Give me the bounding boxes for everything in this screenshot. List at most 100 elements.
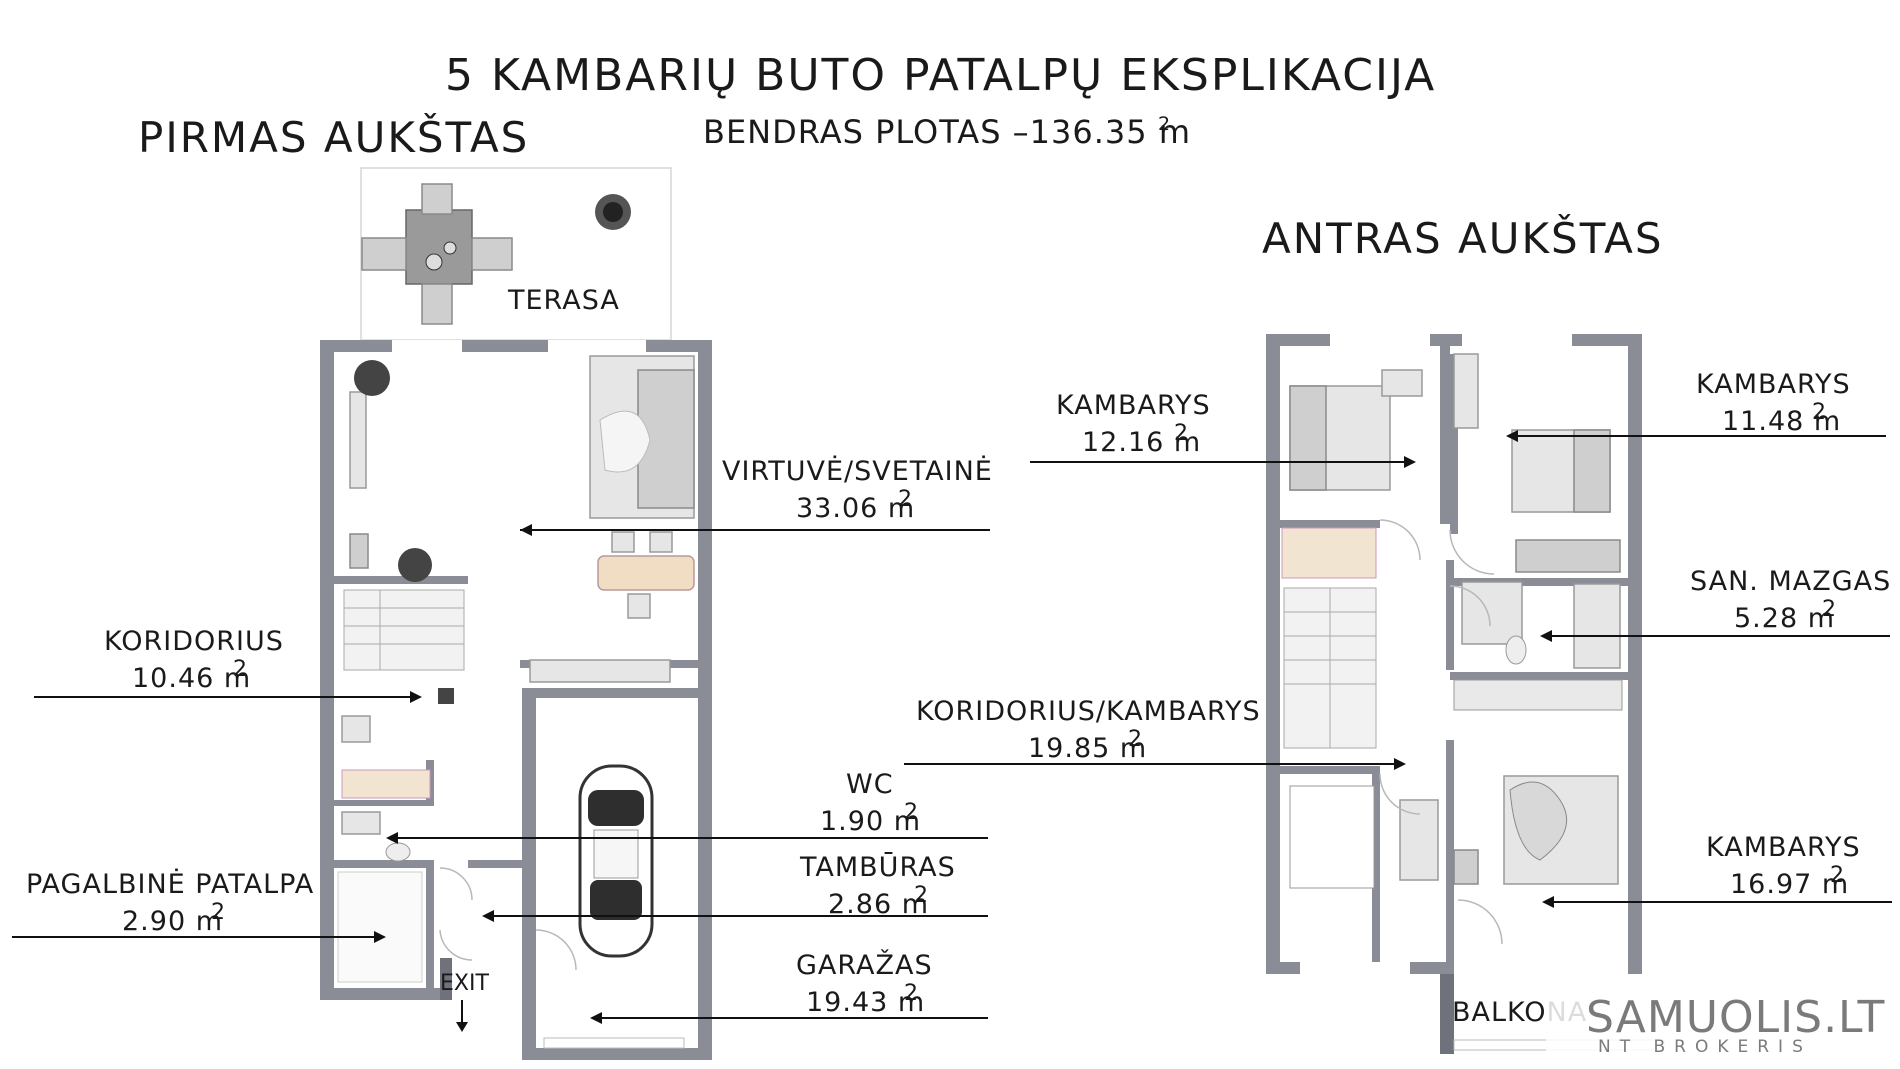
wall: [522, 688, 712, 698]
arrowhead: [590, 1012, 602, 1024]
room-label-koridorius-kambarys: KORIDORIUS/KAMBARYS 19.85 m 2: [904, 696, 1406, 770]
wall: [1446, 560, 1454, 670]
garage-door: [543, 1037, 685, 1049]
wall: [334, 860, 434, 868]
wardrobe-icon: [1453, 353, 1479, 429]
bed-icon: [1511, 429, 1611, 513]
room-name: KORIDORIUS: [104, 626, 284, 657]
stairs-icon: [343, 589, 465, 671]
room-area-superscript: 2: [914, 883, 928, 908]
wall: [320, 340, 712, 352]
room-label-tamburas: TAMBŪRAS 2.86 m 2: [482, 852, 988, 922]
arrowhead: [482, 910, 494, 922]
room-name: KAMBARYS: [1056, 390, 1211, 421]
car-icon: [578, 764, 654, 958]
wardrobe-icon: [341, 769, 431, 799]
plan-title: 5 KAMBARIŲ BUTO PATALPŲ EKSPLIKACIJA: [445, 50, 1436, 101]
wall: [1450, 672, 1628, 680]
room-area: 5.28 m: [1734, 603, 1835, 634]
cabinet-icon: [1453, 849, 1479, 885]
utility-room-floor: [337, 871, 423, 983]
room-name: WC: [846, 769, 894, 800]
watermark-tagline: NT BROKERIS: [1598, 1037, 1812, 1057]
wall: [468, 860, 522, 868]
room-label-garazas: GARAŽAS 19.43 m 2: [590, 949, 988, 1024]
door-swing: [1449, 585, 1491, 627]
terrace-table-icon: [361, 183, 513, 325]
arrowhead: [1404, 456, 1416, 468]
balcony-wall: [1440, 974, 1454, 1054]
arrowhead: [520, 524, 532, 536]
arrowhead: [1506, 430, 1518, 442]
room-name: SAN. MAZGAS: [1690, 566, 1891, 597]
wardrobe-icon: [1281, 527, 1377, 579]
wall: [522, 1048, 712, 1060]
bed-icon: [1289, 785, 1375, 889]
column-icon: [438, 688, 454, 704]
total-area: BENDRAS PLOTAS –136.35 m 2: [703, 113, 1191, 151]
room-area-superscript: 2: [233, 657, 247, 682]
wall: [1628, 334, 1642, 974]
cabinet-icon: [341, 715, 371, 743]
arrowhead: [374, 931, 386, 943]
arrowhead: [410, 691, 422, 703]
wall: [1450, 354, 1458, 534]
room-area-superscript: 2: [898, 487, 912, 512]
room-area: 16.97 m: [1730, 869, 1849, 900]
plant-icon: [595, 194, 631, 230]
room-label-wc: WC 1.90 m 2: [386, 769, 988, 844]
kitchen-counter-icon: [349, 533, 671, 683]
room-name: PAGALBINĖ PATALPA: [26, 868, 314, 900]
wall: [698, 340, 712, 1060]
room-area-superscript: 2: [1128, 727, 1142, 752]
total-area-label: BENDRAS PLOTAS –136.35 m: [703, 113, 1191, 151]
sofa-icon: [589, 355, 695, 519]
room-name: GARAŽAS: [796, 949, 933, 981]
room-label-koridorius: KORIDORIUS 10.46 m 2: [34, 626, 422, 703]
wall: [1280, 766, 1380, 774]
room-area: 19.85 m: [1028, 733, 1147, 764]
door-swing: [535, 929, 577, 971]
door-swing: [1379, 773, 1421, 815]
wall: [522, 980, 536, 1060]
wall: [522, 688, 536, 1060]
room-label-san-mazgas: SAN. MAZGAS 5.28 m 2: [1540, 566, 1891, 642]
room-area-superscript: 2: [904, 981, 918, 1006]
wall: [1266, 334, 1642, 346]
door-swing: [439, 929, 473, 961]
room-name: KAMBARYS: [1706, 832, 1861, 863]
wall: [334, 800, 434, 806]
wardrobe-icon: [1453, 679, 1623, 711]
wall: [320, 988, 440, 1000]
room-area-superscript: 2: [211, 900, 225, 925]
bed-icon: [1289, 385, 1391, 491]
room-area-superscript: 2: [1830, 863, 1844, 888]
wall: [1280, 520, 1380, 528]
room-area: 33.06 m: [796, 493, 915, 524]
wall: [334, 576, 468, 584]
wall: [1266, 334, 1280, 974]
bathroom-fixtures-icon: [1461, 539, 1621, 669]
wall: [1440, 334, 1450, 524]
room-name: VIRTUVĖ/SVETAINĖ: [722, 455, 993, 487]
room-label-virtuve: VIRTUVĖ/SVETAINĖ 33.06 m 2: [520, 455, 993, 536]
watermark-brand: SAMUOLIS.LT: [1586, 992, 1885, 1043]
room-name: TAMBŪRAS: [799, 852, 956, 883]
bed-icon: [1503, 775, 1619, 885]
room-area-superscript: 2: [1174, 421, 1188, 446]
second-floor-heading: ANTRAS AUKŠTAS: [1262, 213, 1664, 263]
room-area: 11.48 m: [1722, 406, 1841, 437]
wall: [1446, 740, 1454, 970]
dining-table-icon: [597, 531, 695, 619]
wall: [1450, 578, 1628, 586]
second-floor-plan: BALKONA: [1266, 334, 1665, 1054]
room-area-superscript: 2: [1822, 597, 1836, 622]
terasa-label: TERASA: [507, 285, 620, 316]
room-area: 2.86 m: [828, 889, 929, 920]
arrowhead: [386, 832, 398, 844]
stairs-icon: [1283, 587, 1377, 749]
arrowhead: [1540, 630, 1552, 642]
room-name: KAMBARYS: [1696, 369, 1851, 400]
desk-icon: [1381, 369, 1423, 397]
room-label-kambarys-3: KAMBARYS 16.97 m 2: [1542, 832, 1892, 908]
